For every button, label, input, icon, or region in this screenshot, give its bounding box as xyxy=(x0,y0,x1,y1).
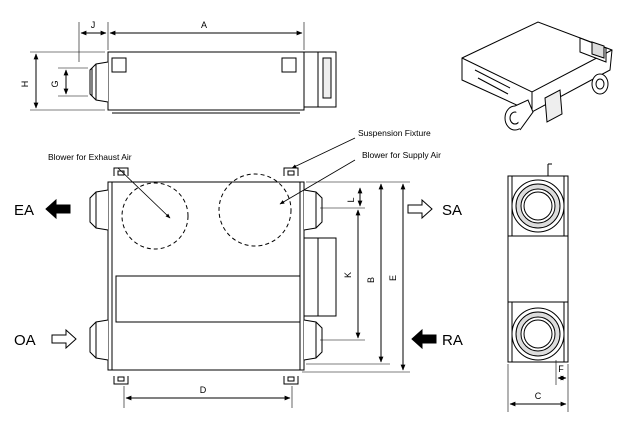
dim-label-k: K xyxy=(343,272,353,278)
suspension-fixture-bottom-right xyxy=(283,376,299,385)
top-view-fixture-right xyxy=(281,57,297,73)
ra-arrow-icon xyxy=(411,328,437,350)
isometric-view xyxy=(461,21,613,131)
dim-label-b: B xyxy=(366,277,376,283)
dim-label-h: H xyxy=(20,81,30,88)
blower-supply-circle xyxy=(218,173,292,247)
duct-sa xyxy=(303,189,323,231)
filter-panel xyxy=(115,275,301,323)
suspension-fixture-top-left xyxy=(113,167,129,176)
dim-label-d: D xyxy=(200,385,207,395)
blower-supply-label: Blower for Supply Air xyxy=(362,150,441,160)
dim-label-e: E xyxy=(388,275,398,281)
side-view-duct-bottom xyxy=(511,307,565,361)
dim-label-j: J xyxy=(91,20,96,30)
front-view xyxy=(89,137,410,408)
dim-label-g: G xyxy=(50,80,60,87)
airflow-label-ra: RA xyxy=(442,332,463,349)
dim-label-a: A xyxy=(201,20,207,30)
dim-label-l: L xyxy=(346,197,356,202)
top-view-body xyxy=(107,51,305,111)
sa-arrow-icon xyxy=(407,198,433,220)
blower-exhaust-circle xyxy=(121,182,189,250)
airflow-label-sa: SA xyxy=(442,202,462,219)
suspension-fixture-bottom-left xyxy=(113,376,129,385)
ea-arrow-icon xyxy=(45,198,71,220)
top-view-fixture-left xyxy=(111,57,127,73)
blower-exhaust-label: Blower for Exhaust Air xyxy=(48,152,132,162)
top-view xyxy=(30,22,337,114)
duct-oa xyxy=(89,319,109,361)
suspension-fixture-label: Suspension Fixture xyxy=(358,128,431,138)
side-panel xyxy=(303,237,337,317)
airflow-label-oa: OA xyxy=(14,332,36,349)
dim-label-f: F xyxy=(558,364,564,374)
suspension-fixture-top-right xyxy=(283,167,299,176)
side-view xyxy=(507,163,569,412)
duct-ra xyxy=(303,319,323,361)
airflow-label-ea: EA xyxy=(14,202,34,219)
duct-ea xyxy=(89,189,109,231)
dim-label-c: C xyxy=(535,391,542,401)
oa-arrow-icon xyxy=(51,328,77,350)
side-view-duct-top xyxy=(511,179,565,233)
